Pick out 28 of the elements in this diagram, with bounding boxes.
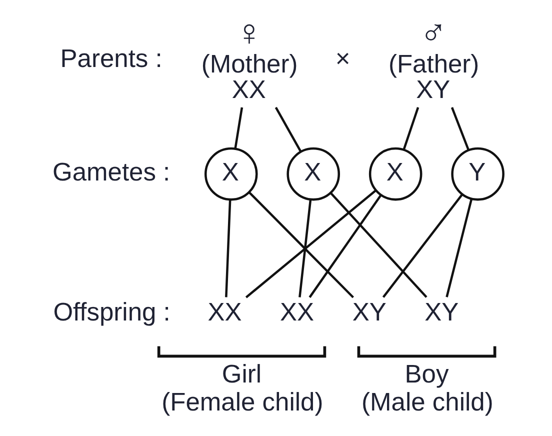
connector bbox=[274, 106, 302, 152]
connector bbox=[402, 107, 419, 150]
connector bbox=[234, 107, 243, 149]
connector bbox=[329, 192, 427, 298]
node-text: ♀ (Mother) XX bbox=[200, 12, 298, 104]
label: Girl (Female child) bbox=[161, 360, 323, 417]
label: Boy (Male child) bbox=[361, 360, 493, 417]
label: Gametes : bbox=[52, 158, 170, 186]
node-text: XX bbox=[280, 298, 314, 327]
connector bbox=[248, 192, 354, 298]
label: × bbox=[334, 44, 350, 73]
node-circle: X bbox=[368, 147, 422, 201]
node-circle: Y bbox=[450, 147, 504, 201]
connector bbox=[450, 107, 470, 150]
node-circle: X bbox=[204, 147, 258, 201]
node-text: XY bbox=[352, 298, 386, 327]
node-circle: X bbox=[286, 147, 340, 201]
connector bbox=[445, 198, 472, 298]
connector bbox=[244, 190, 376, 298]
connector bbox=[224, 200, 231, 298]
node-text: ♂ (Father) XY bbox=[388, 12, 479, 104]
node-text: XY bbox=[424, 298, 458, 327]
node-text: XX bbox=[207, 298, 242, 327]
connector bbox=[308, 194, 382, 298]
connector bbox=[298, 200, 312, 298]
label: Parents : bbox=[60, 44, 162, 73]
connector bbox=[382, 194, 462, 298]
label: Offspring : bbox=[52, 298, 170, 327]
